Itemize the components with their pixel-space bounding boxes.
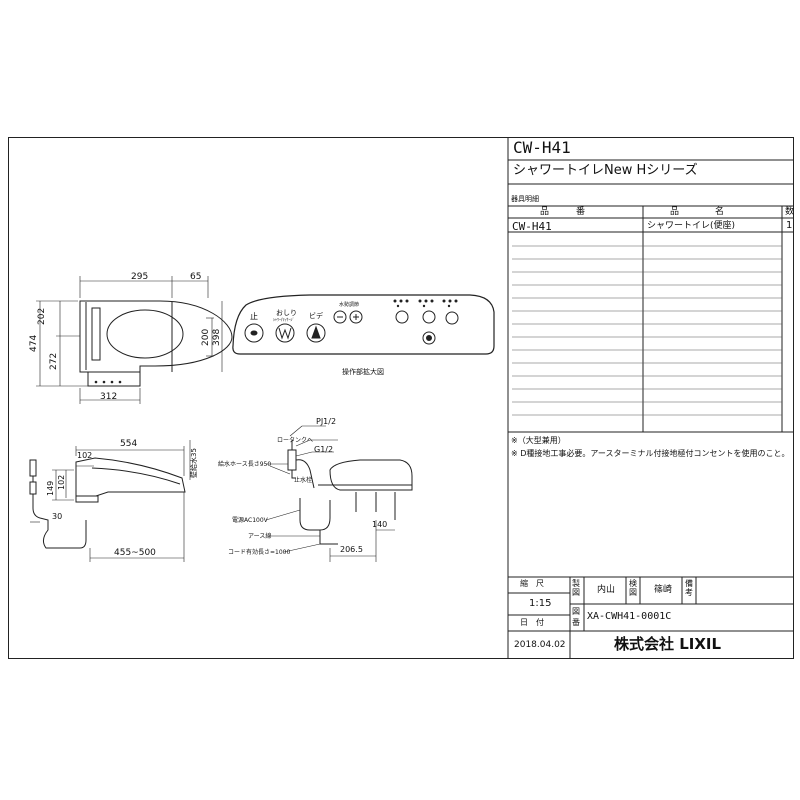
- parts-header: 器具明細: [511, 195, 539, 203]
- col-part-name: 品 名: [670, 207, 725, 217]
- panel-stop-label: 止: [250, 311, 258, 321]
- model-title: CW-H41: [513, 138, 571, 157]
- dim-200: 200: [201, 329, 211, 346]
- dim-295: 295: [131, 272, 148, 282]
- dim-140: 140: [372, 520, 387, 529]
- g12-label: G1/2: [314, 445, 333, 454]
- dim-102-side: 102: [77, 451, 92, 460]
- dim-206-5: 206.5: [340, 545, 363, 554]
- dim-474: 474: [29, 335, 39, 352]
- low-tank-label: ロータンクへ: [277, 436, 313, 444]
- note-2: ※ D種接地工事必要。アースターミナル付接地極付コンセントを使用のこと。: [511, 449, 790, 458]
- panel-bidet-label: ビデ: [309, 311, 323, 320]
- remarks-label: 備考: [685, 579, 693, 597]
- row1-qty: 1: [786, 220, 793, 231]
- panel-oshiri-sub: ｼｬﾜｰ/ﾏｯｻｰｼﾞ: [273, 317, 294, 322]
- checker-label: 検図: [629, 579, 637, 597]
- dim-65: 65: [190, 272, 201, 282]
- panel-pressure-label: 水勢調節: [339, 301, 359, 308]
- col-part-number: 品 番: [540, 207, 586, 217]
- dim-312: 312: [100, 392, 117, 402]
- col-qty: 数: [785, 207, 795, 217]
- drawing-no-value: XA-CWH41-0001C: [587, 611, 672, 622]
- panel-caption: 操作部拡大図: [342, 367, 384, 376]
- drafter-value: 内山: [597, 585, 616, 595]
- dim-102-vert: 102: [57, 475, 66, 490]
- dim-455-500: 455~500: [114, 548, 156, 558]
- date-value: 2018.04.02: [514, 640, 566, 650]
- series-title: シャワートイレNew Hシリーズ: [513, 163, 698, 178]
- drawing-sheet-border: [8, 137, 794, 659]
- dim-202: 202: [37, 308, 47, 325]
- scale-label: 縮 尺: [520, 579, 544, 588]
- date-label: 日 付: [520, 618, 544, 627]
- note-1: ※（大型兼用）: [511, 436, 566, 445]
- company-name: 株式会社 LIXIL: [614, 635, 722, 653]
- wall-supply-label: 壁給水35: [189, 448, 198, 478]
- stop-valve-label: 止水栓: [294, 476, 312, 484]
- scale-value: 1:15: [529, 598, 552, 609]
- dim-554: 554: [120, 439, 137, 449]
- dim-149: 149: [46, 481, 55, 496]
- drawing-no-label: 図番: [572, 607, 580, 627]
- power-label: 電源AC100V: [232, 516, 269, 524]
- dim-30: 30: [52, 512, 62, 521]
- earth-label: アース線: [248, 532, 271, 540]
- row1-part-number: CW-H41: [512, 220, 552, 233]
- drafter-label: 製図: [572, 579, 580, 597]
- cord-label: コード有効長さ=1000: [228, 548, 290, 556]
- panel-oshiri-label: おしり: [276, 309, 297, 317]
- row1-part-name: シャワートイレ(便座): [647, 221, 736, 231]
- checker-value: 篠崎: [654, 585, 673, 595]
- hose-label: 給水ホース長さ950: [218, 460, 271, 468]
- pj-label: PJ1/2: [316, 417, 336, 426]
- dim-398: 398: [212, 329, 222, 346]
- dim-272: 272: [49, 353, 59, 370]
